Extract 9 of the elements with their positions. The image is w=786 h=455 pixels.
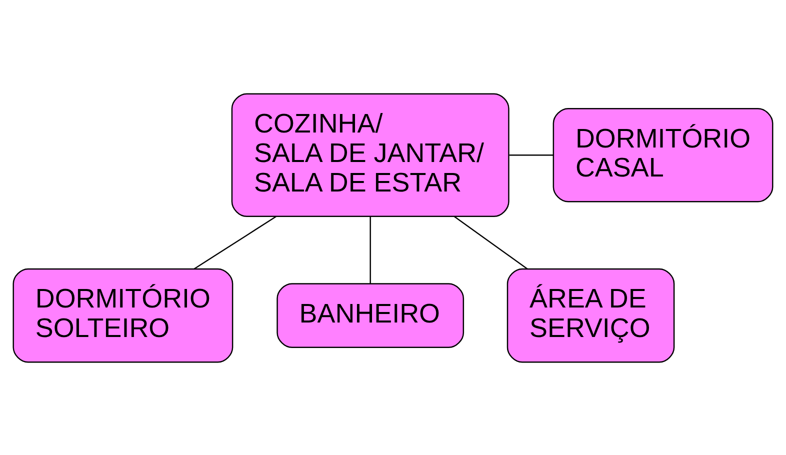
node-box: DORMITÓRIO CASAL <box>552 107 774 202</box>
connector <box>370 216 371 283</box>
node-box: BANHEIRO <box>276 282 464 348</box>
node-box: ÁREA DE SERVIÇO <box>506 268 675 362</box>
connector <box>194 216 276 269</box>
node-box: DORMITÓRIO SOLTEIRO <box>12 268 234 362</box>
connector <box>454 216 528 269</box>
connector <box>509 154 554 156</box>
node-box: COZINHA/ SALA DE JANTAR/ SALA DE ESTAR <box>231 92 510 216</box>
